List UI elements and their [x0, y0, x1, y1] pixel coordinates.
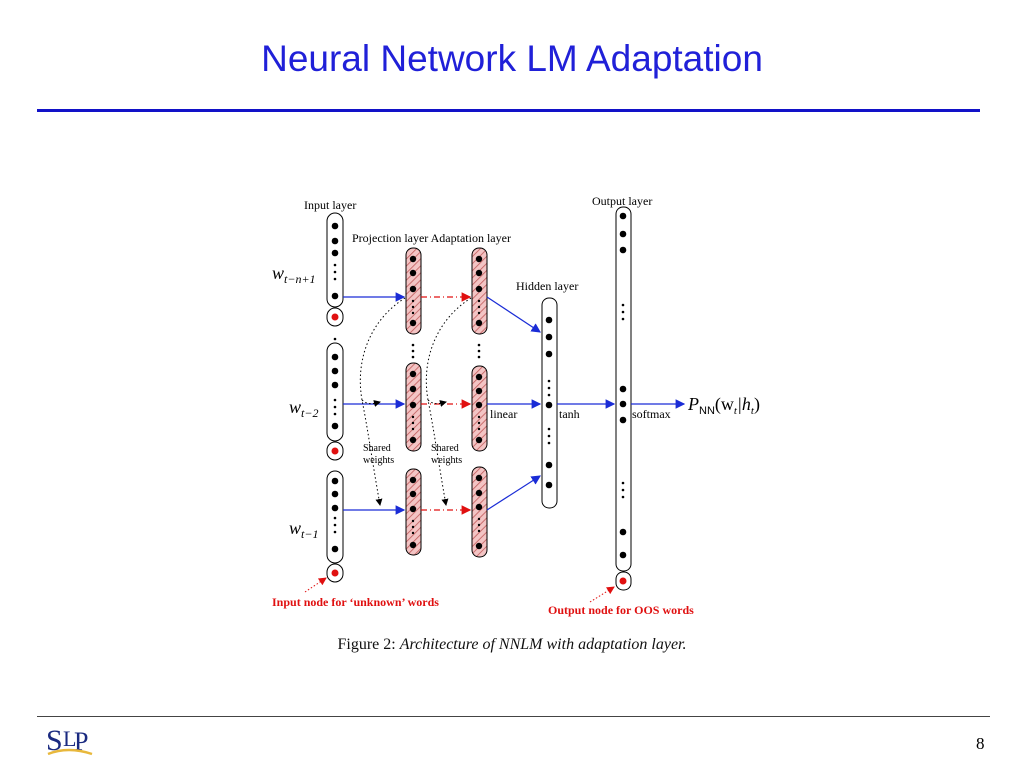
input-group-3: [326, 470, 344, 583]
projection-layer: [405, 247, 422, 556]
unknown-word-node: [331, 447, 339, 455]
input-layer-label: Input layer: [304, 198, 356, 212]
softmax-label: softmax: [632, 407, 671, 421]
caption-prefix: Figure 2:: [337, 636, 396, 653]
slide-title: Neural Network LM Adaptation: [261, 38, 763, 79]
output-layer-label: Output layer: [592, 194, 652, 208]
linear-label: linear: [490, 407, 517, 421]
shared-weights-label-2a: Shared: [431, 443, 459, 454]
input-word-label-1: wt−n+1: [272, 263, 316, 286]
shared-weights-label-2b: weights: [431, 455, 462, 466]
unknown-word-node: [331, 313, 339, 321]
hidden-layer-label: Hidden layer: [516, 279, 578, 293]
title-divider: [37, 109, 980, 112]
hidden-and-output-arrows: [486, 296, 686, 511]
adaptation-layer: [471, 247, 488, 558]
input-word-label-3: wt−1: [289, 518, 318, 541]
input-group-1: [326, 212, 344, 327]
projection-to-adaptation-arrows: [421, 292, 472, 515]
shared-weights-label-1a: Shared: [363, 443, 391, 454]
output-layer: [615, 206, 632, 591]
output-probability-expression: PNN(wt|ht): [687, 394, 760, 417]
input-word-label-2: wt−2: [289, 397, 318, 420]
unknown-word-node: [331, 569, 339, 577]
hidden-layer: [541, 297, 558, 509]
oos-words-annotation: Output node for OOS words: [548, 603, 694, 617]
svg-text:P: P: [74, 727, 88, 756]
slp-logo-icon: S L P: [46, 724, 93, 757]
input-group-2: [326, 337, 344, 461]
caption-text: Architecture of NNLM with adaptation lay…: [399, 636, 687, 653]
unknown-words-annotation: Input node for ‘unknown’ words: [272, 595, 439, 609]
nnlm-architecture-diagram: Input layer Projection layer Adaptation …: [272, 194, 760, 617]
svg-text:S: S: [46, 724, 63, 757]
shared-weights-arrows: [359, 297, 472, 506]
footer-divider: [37, 716, 990, 717]
projection-adaptation-label: Projection layer Adaptation layer: [352, 231, 511, 245]
oos-word-node: [619, 577, 627, 585]
shared-weights-label-1b: weights: [363, 455, 394, 466]
tanh-label: tanh: [559, 407, 580, 421]
page-number: 8: [976, 734, 985, 753]
figure-caption: Figure 2: Architecture of NNLM with adap…: [0, 636, 1024, 654]
svg-text:L: L: [63, 726, 76, 751]
